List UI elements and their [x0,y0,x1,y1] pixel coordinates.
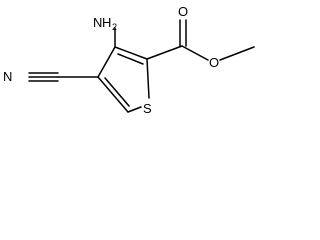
amino-group: N H 2 [93,15,117,48]
amine-h-label: H [102,15,111,30]
methyl-ester-group: O O [146,4,255,70]
bond-c2-c3 [114,46,148,60]
bond-c2-c-carbonyl [146,45,183,60]
bond-c-o-ester [181,45,209,61]
thiophene-ring [97,46,150,113]
ester-o-label: O [209,55,219,70]
bond-c4-c5-inner [104,77,130,107]
amine-n-label: N [93,15,102,30]
amine-h-count-label: 2 [112,22,117,32]
nitrile-n-label: N [3,69,12,84]
molecule-structure-diagram: N H 2 N S O O [3,4,255,116]
ring-sulfur: S [143,101,152,116]
bond-s-c2 [146,58,150,99]
carbonyl-o-label: O [178,4,188,19]
bond-o-ch3 [219,46,255,61]
bond-c5-s [127,106,142,113]
ring-s-label: S [143,101,152,116]
bond-c4-c5 [97,76,129,113]
bond-c3-c4 [97,46,116,78]
bond-c2-c3-inner [117,53,144,65]
nitrile-group: N [3,69,99,84]
